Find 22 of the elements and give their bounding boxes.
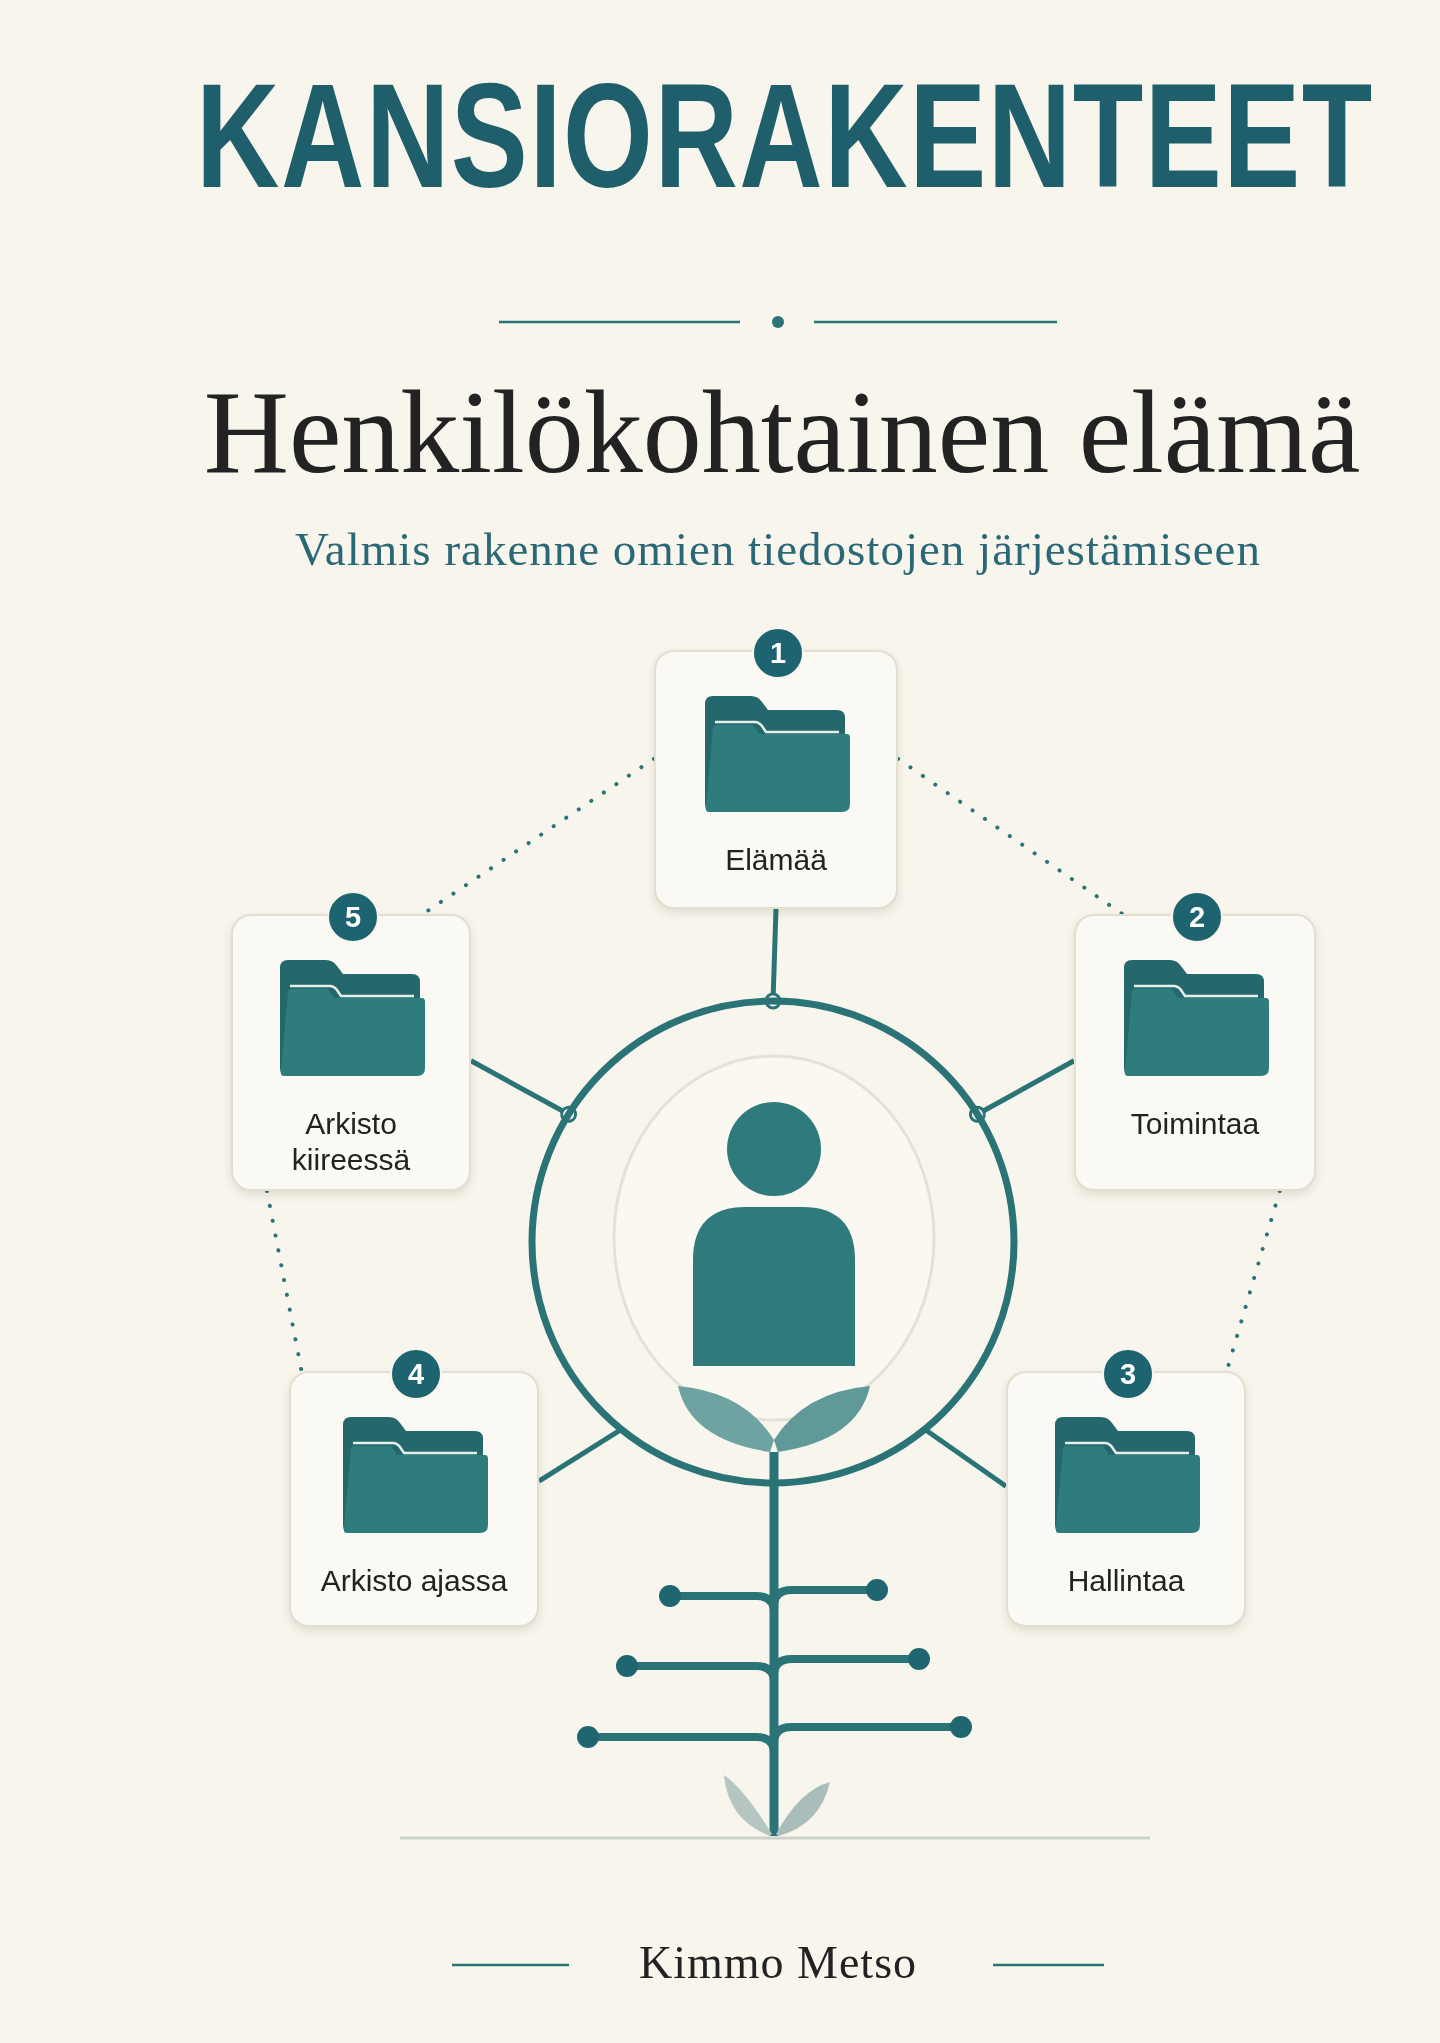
tagline: Valmis rakenne omien tiedostojen järjestämiseen xyxy=(295,524,1261,576)
folder-label: Arkisto kiireessä xyxy=(290,1106,412,1178)
title: KANSIORAKENTEET xyxy=(196,62,1374,210)
dotted-connector xyxy=(896,756,1125,916)
folder-label: Elämää xyxy=(724,842,828,878)
step-number-badge: 3 xyxy=(1102,1348,1154,1400)
step-number-badge: 2 xyxy=(1171,891,1223,943)
dotted-connector xyxy=(265,1189,304,1373)
connector-line xyxy=(764,908,782,1010)
folder-label: Arkisto ajassa xyxy=(319,1563,509,1599)
folder-label: Hallintaa xyxy=(1066,1563,1186,1599)
connector-line xyxy=(537,1427,623,1484)
ring-circle xyxy=(528,997,1018,1487)
connector-line xyxy=(968,1058,1076,1123)
step-number-badge: 5 xyxy=(327,891,379,943)
step-number-badge: 4 xyxy=(390,1348,442,1400)
folder-label: Toimintaa xyxy=(1129,1106,1261,1142)
step-number-badge: 1 xyxy=(752,627,804,679)
connector-line xyxy=(923,1427,1008,1489)
author-name: Kimmo Metso xyxy=(638,1938,918,1989)
connector-line xyxy=(469,1058,578,1123)
subtitle: Henkilökohtainen elämä xyxy=(203,368,1361,498)
